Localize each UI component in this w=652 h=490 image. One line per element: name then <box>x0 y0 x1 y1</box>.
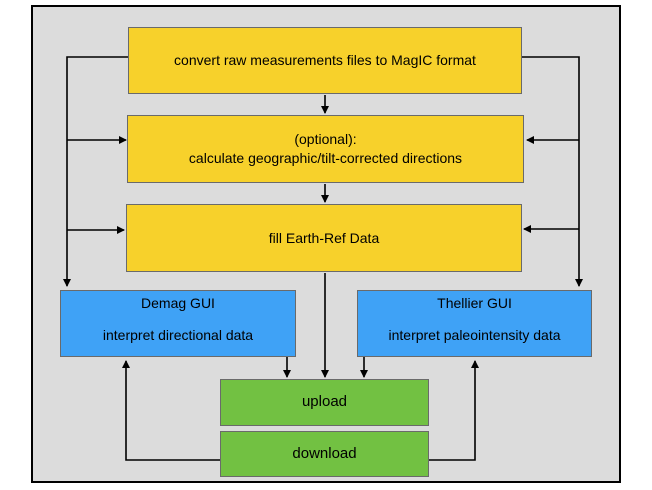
demag-gui-box: Demag GUI interpret directional data <box>60 290 296 357</box>
download-label: download <box>292 444 357 462</box>
upload-box: upload <box>220 379 429 426</box>
right-bus-line <box>522 56 583 287</box>
optional-title: (optional): <box>294 131 357 148</box>
convert-box: convert raw measurements files to MagIC … <box>128 27 522 94</box>
thellier-title: Thellier GUI <box>437 295 512 311</box>
thellier-gui-box: Thellier GUI interpret paleointensity da… <box>357 290 592 357</box>
fill-label: fill Earth-Ref Data <box>268 229 380 246</box>
download-box: download <box>220 431 429 477</box>
left-bus-line <box>63 56 128 287</box>
demag-title: Demag GUI <box>141 295 215 311</box>
convert-label: convert raw measurements files to MagIC … <box>174 52 476 69</box>
thellier-sub: interpret paleointensity data <box>388 326 561 343</box>
upload-label: upload <box>301 393 348 411</box>
optional-box: (optional): calculate geographic/tilt-co… <box>127 115 524 183</box>
fill-box: fill Earth-Ref Data <box>126 204 522 272</box>
arrow-download-to-thellier <box>429 360 479 461</box>
demag-sub: interpret directional data <box>102 326 254 343</box>
arrow-download-to-demag <box>122 360 220 461</box>
optional-sub: calculate geographic/tilt-corrected dire… <box>188 150 463 166</box>
